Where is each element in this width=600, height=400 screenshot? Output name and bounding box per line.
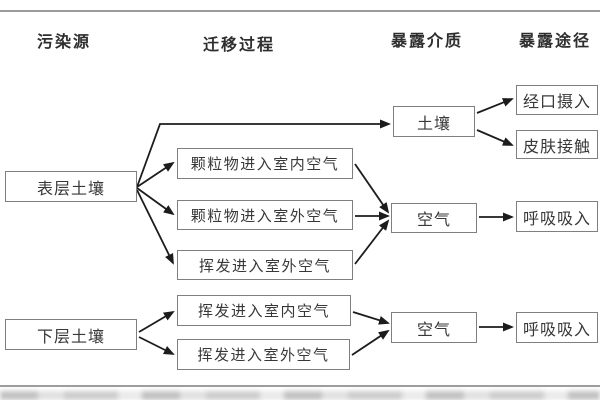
node-volatilization-indoor-air: 挥发进入室内空气 [177,295,351,326]
top-divider-line [0,10,600,12]
node-inhalation-1: 呼吸吸入 [516,201,598,232]
node-volatilization-outdoor-air-2: 挥发进入室外空气 [177,339,350,370]
node-particulates-indoor-air: 颗粒物进入室内空气 [177,148,353,179]
bottom-divider-line [0,385,600,387]
node-oral-ingestion: 经口摄入 [516,85,598,115]
node-particulates-outdoor-air: 颗粒物进入室外空气 [177,200,353,230]
column-header-migration-process: 迁移过程 [203,37,276,54]
node-surface-soil: 表层土壤 [5,171,137,202]
node-dermal-contact: 皮肤接触 [516,130,598,159]
column-header-exposure-pathway: 暴露途径 [519,33,592,50]
node-soil-medium: 土壤 [393,106,475,137]
node-air-medium-2: 空气 [391,312,477,343]
column-header-exposure-medium: 暴露介质 [391,33,464,50]
column-header-pollution-source: 污染源 [37,34,92,51]
node-subsurface-soil: 下层土壤 [5,319,137,350]
node-air-medium-1: 空气 [391,203,477,233]
cropped-content-strip [0,391,600,400]
node-volatilization-outdoor-air-1: 挥发进入室外空气 [177,250,353,280]
node-inhalation-2: 呼吸吸入 [516,312,598,343]
